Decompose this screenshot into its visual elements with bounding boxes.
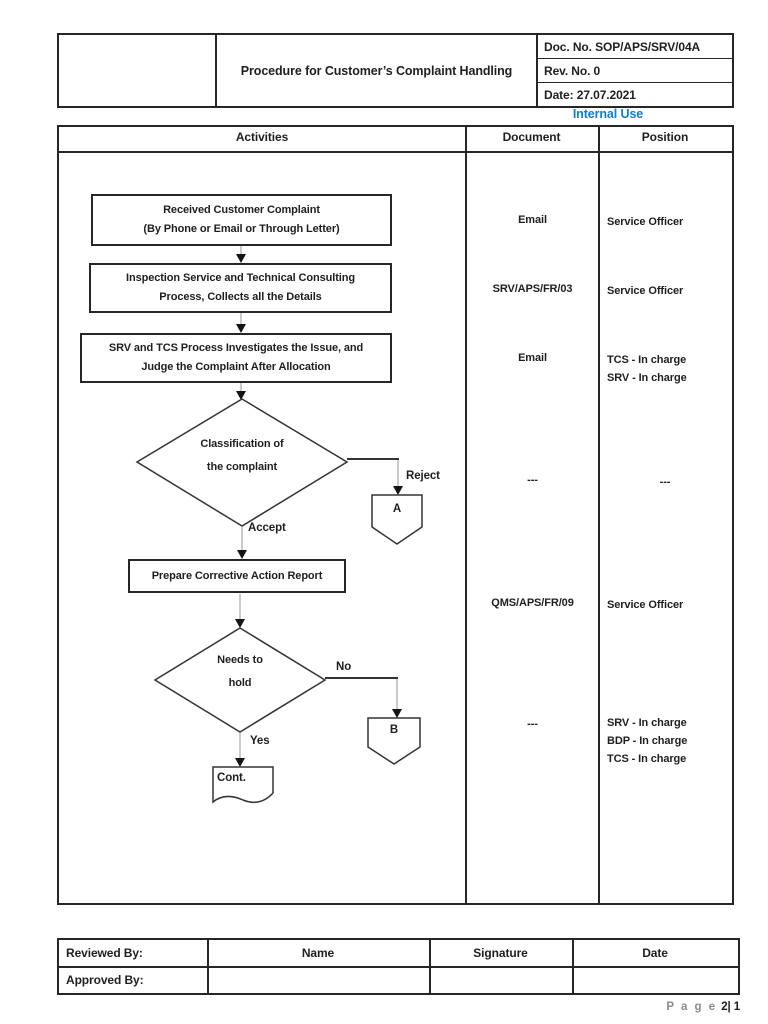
col-header-activities: Activities <box>235 130 289 144</box>
branch-label-yes: Yes <box>250 735 270 747</box>
signoff-empty-cell <box>429 967 572 993</box>
document-cell: --- <box>527 474 538 486</box>
step-corrective-action: Prepare Corrective Action Report <box>128 559 346 593</box>
step-text-line: Inspection Service and Technical Consult… <box>126 272 355 284</box>
flowchart: Received Customer Complaint (By Phone or… <box>57 125 463 901</box>
col-header-position: Position <box>641 130 689 144</box>
decision-text-line: the complaint <box>206 461 278 473</box>
classification-label: Internal Use <box>572 107 644 121</box>
offpage-connector-b-label: B <box>389 724 399 736</box>
row-divider <box>59 966 738 968</box>
reviewed-by-label: Reviewed By: <box>66 946 143 960</box>
position-cell: --- <box>600 473 730 491</box>
doc-meta: Doc. No. SOP/APS/SRV/04A Rev. No. 0 Date… <box>538 35 732 106</box>
continue-document-shape <box>212 766 274 804</box>
document-cell: SRV/APS/FR/03 <box>492 283 573 295</box>
matrix-header-row: Activities Document Position <box>59 127 732 153</box>
header-table: Procedure for Customer’s Complaint Handl… <box>57 33 734 108</box>
step-received-complaint: Received Customer Complaint (By Phone or… <box>91 194 392 246</box>
position-cell: Service Officer <box>600 596 737 614</box>
rev-number: Rev. No. 0 <box>538 58 732 82</box>
decision2-diamond <box>153 627 327 733</box>
decision1-text: Classification of the complaint <box>137 433 347 479</box>
position-cell: Service Officer <box>600 213 737 231</box>
offpage-connector-a-shape <box>371 494 423 545</box>
approved-by-label: Approved By: <box>66 973 144 987</box>
branch-label-no: No <box>336 661 352 673</box>
position-line: Service Officer <box>607 285 684 297</box>
step-text-line: Received Customer Complaint <box>163 204 320 216</box>
step-text-line: Process, Collects all the Details <box>159 291 322 303</box>
decision1-diamond <box>135 398 349 527</box>
column-divider <box>465 127 467 903</box>
arrowheads <box>235 254 403 767</box>
doc-number: Doc. No. SOP/APS/SRV/04A <box>544 39 701 54</box>
step-text-line: Judge the Complaint After Allocation <box>141 361 331 373</box>
position-cell: TCS - In charge SRV - In charge <box>600 351 737 387</box>
branch-label-accept: Accept <box>248 522 286 534</box>
logo-cell <box>59 35 217 106</box>
position-line: Service Officer <box>607 216 684 228</box>
offpage-connector-b-shape <box>367 717 421 765</box>
doc-date: Date: 27.07.2021 <box>538 82 732 106</box>
col-header-document: Document <box>502 130 561 144</box>
signoff-empty-cell <box>207 967 429 993</box>
decision-text-line: hold <box>228 677 252 689</box>
signoff-table: Reviewed By: Name Signature Date Approve… <box>57 938 740 995</box>
decision-text-line: Needs to <box>217 654 263 666</box>
flowchart-canvas <box>135 246 423 804</box>
signoff-col-date: Date <box>642 946 668 960</box>
position-line: TCS - In charge <box>607 753 687 765</box>
offpage-connector-a-label: A <box>392 503 402 515</box>
document-cell: Email <box>518 214 547 226</box>
step-investigation: SRV and TCS Process Investigates the Iss… <box>80 333 392 383</box>
signoff-col-signature: Signature <box>473 946 528 960</box>
page-num: 2| 1 <box>721 1001 740 1013</box>
step-text-line: (By Phone or Email or Through Letter) <box>143 223 340 235</box>
position-line: SRV - In charge <box>607 372 687 384</box>
document-cell: --- <box>527 718 538 730</box>
page-word: P a g e <box>666 1001 718 1013</box>
decision2-text: Needs to hold <box>155 649 325 695</box>
signoff-col-name: Name <box>301 946 335 960</box>
step-inspection-service: Inspection Service and Technical Consult… <box>89 263 392 313</box>
step-text-line: Prepare Corrective Action Report <box>151 569 323 582</box>
document-cell: QMS/APS/FR/09 <box>491 597 574 609</box>
document-title: Procedure for Customer’s Complaint Handl… <box>217 35 538 106</box>
step-text-line: SRV and TCS Process Investigates the Iss… <box>108 342 364 354</box>
position-cell: SRV - In charge BDP - In charge TCS - In… <box>600 714 737 768</box>
document-cell: Email <box>518 352 547 364</box>
position-line: BDP - In charge <box>607 735 688 747</box>
continue-label: Cont. <box>217 772 246 784</box>
branch-lines <box>325 458 399 679</box>
position-line: Service Officer <box>607 599 684 611</box>
procedure-matrix: Activities Document Position Email SRV/A… <box>57 125 734 905</box>
position-line: TCS - In charge <box>607 354 687 366</box>
position-cell: Service Officer <box>600 282 737 300</box>
position-line: --- <box>659 476 671 488</box>
decision-text-line: Classification of <box>200 438 284 450</box>
flow-lines <box>239 246 399 758</box>
branch-label-reject: Reject <box>406 470 440 482</box>
position-line: SRV - In charge <box>607 717 687 729</box>
column-divider <box>598 127 600 903</box>
signoff-empty-cell <box>572 967 738 993</box>
